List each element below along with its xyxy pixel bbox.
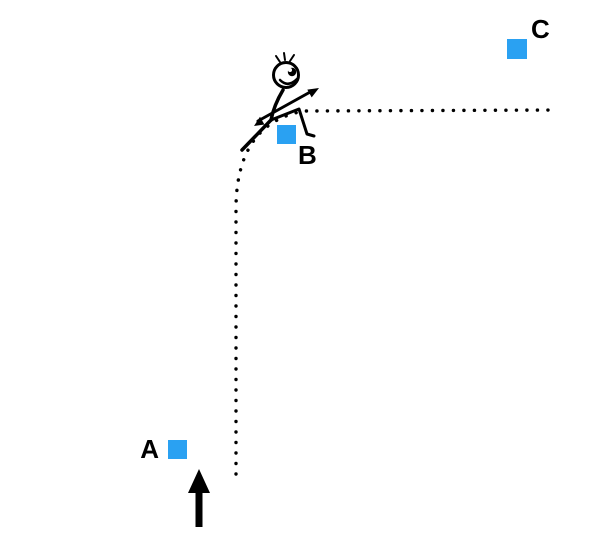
marker-B: B: [277, 125, 317, 170]
marker-A-square[interactable]: [168, 440, 187, 459]
marker-B-square[interactable]: [277, 125, 296, 144]
marker-A: A: [140, 434, 187, 464]
marker-C-label: C: [531, 14, 550, 44]
figure-back-hand-icon: [254, 116, 265, 126]
launch-arrow-icon: [188, 469, 210, 527]
marker-C: C: [507, 14, 550, 59]
figure-back-leg: [240, 118, 273, 152]
figure-hand-arrowhead-icon: [307, 88, 319, 98]
launch-arrow-head: [188, 469, 210, 493]
figure-eye-highlight: [288, 68, 292, 72]
trajectory-dotted-path: [234, 108, 559, 476]
figure-hair: [275, 52, 295, 63]
figure-arms: [256, 89, 314, 123]
figure-body: [269, 88, 285, 122]
marker-A-label: A: [140, 434, 159, 464]
marker-C-square[interactable]: [507, 39, 527, 59]
stick-figure-climber-icon: [240, 52, 319, 152]
figure-smile: [278, 77, 299, 85]
marker-B-label: B: [298, 140, 317, 170]
figure-front-leg: [269, 107, 316, 138]
